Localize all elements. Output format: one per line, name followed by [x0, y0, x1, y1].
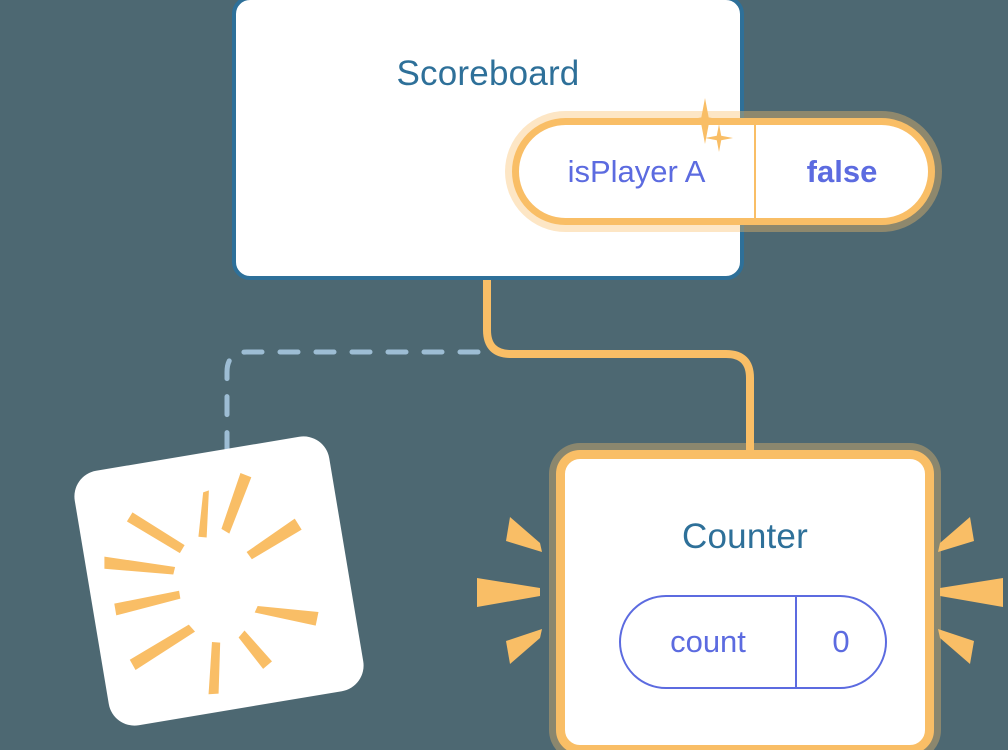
burst-ray-9	[129, 624, 196, 670]
ray-right-bot	[938, 629, 974, 664]
connector-scoreboard-to-counter	[483, 280, 754, 458]
node-card-burst[interactable]	[70, 432, 368, 730]
scoreboard-property-pill[interactable]: isPlayer A false	[512, 118, 935, 225]
ray-right-mid	[940, 578, 1003, 607]
node-card-scoreboard[interactable]: Scoreboard isPlayer A false	[232, 0, 935, 280]
burst-rays-icon	[104, 472, 319, 695]
burst-ray-7	[238, 630, 272, 669]
scoreboard-property-pill-wrapper: isPlayer A false	[512, 118, 935, 225]
node-card-counter[interactable]: Counter count 0	[556, 450, 934, 750]
scoreboard-property-key: isPlayer A	[519, 125, 756, 218]
burst-ray-1	[198, 490, 209, 538]
burst-ray-8	[208, 641, 221, 695]
ray-left-top	[506, 517, 542, 552]
counter-property-value: 0	[832, 624, 850, 659]
scoreboard-property-value: false	[806, 153, 878, 189]
counter-property-pill[interactable]: count 0	[619, 595, 887, 689]
burst-ray-4	[104, 556, 176, 575]
ray-left-mid	[477, 578, 540, 607]
ray-left-bot	[506, 629, 542, 664]
burst-ray-10	[114, 590, 181, 616]
counter-title: Counter	[682, 517, 808, 556]
counter-property-pill-wrapper: count 0	[619, 595, 887, 689]
ray-right-top	[938, 517, 974, 552]
scoreboard-title: Scoreboard	[396, 54, 580, 93]
burst-ray-3	[126, 512, 185, 554]
burst-ray-6	[254, 605, 319, 626]
counter-property-key: count	[621, 597, 797, 687]
burst-ray-5	[246, 518, 302, 560]
burst-ray-2	[221, 472, 252, 534]
